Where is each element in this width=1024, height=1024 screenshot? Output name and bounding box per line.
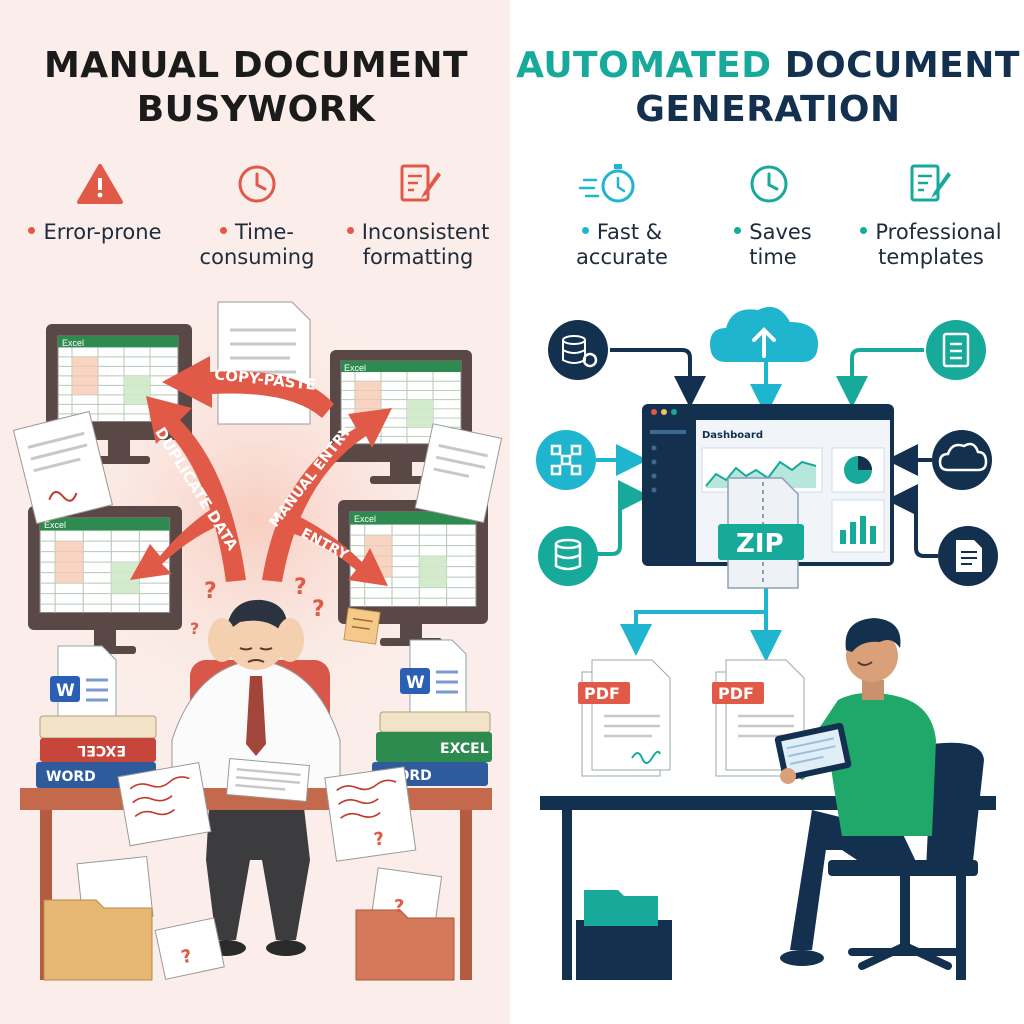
binder-label-excel: EXCEL [77, 742, 126, 758]
edit-document-icon [400, 164, 441, 202]
floor-paper: ? [154, 917, 225, 980]
pdf-label: PDF [718, 684, 754, 703]
feature-fast-accurate: Fast & accurate [576, 220, 668, 269]
paper-top [217, 301, 311, 425]
screen-label: Excel [44, 520, 66, 530]
happy-person [780, 618, 936, 966]
manual-title-line2: BUSYWORK [136, 89, 376, 130]
svg-text:?: ? [190, 619, 199, 638]
warning-icon [77, 164, 123, 204]
hand [780, 768, 796, 784]
zip-label: ZIP [736, 529, 784, 559]
word-badge: W [56, 681, 75, 701]
binder-label-word: WORD [46, 769, 96, 785]
automated-illustration: Dashboard ZIP PDF [536, 306, 998, 980]
cloud-upload-icon [710, 306, 818, 362]
stressed-person [171, 599, 341, 956]
automated-title-line2: GENERATION [635, 89, 901, 130]
feature-time-consuming: Time- consuming [199, 220, 315, 269]
checklist-icon [926, 320, 986, 380]
manual-title: MANUAL DOCUMENT BUSYWORK [0, 44, 512, 132]
desk-paper-left [117, 762, 212, 847]
screen-label: Excel [62, 338, 84, 348]
database-settings-icon [548, 320, 608, 380]
svg-text:?: ? [373, 828, 386, 850]
clean-desk [540, 796, 996, 980]
question-marks: ? ? ? ? [190, 575, 325, 638]
arrow-storage [596, 480, 650, 556]
feature-saves-time: Saves time [708, 220, 838, 270]
screen-label: Excel [354, 514, 376, 524]
feature-professional-templates: Professional templates [846, 220, 1016, 270]
document-icon [938, 526, 998, 586]
automated-feature-icons [578, 164, 951, 203]
arrow-database-settings [610, 348, 706, 408]
svg-text:?: ? [204, 579, 217, 604]
cloud-icon [932, 430, 992, 490]
diagram-icon [536, 430, 596, 490]
feature-error-prone: Error-prone [20, 220, 170, 245]
zip-archive: ZIP [718, 477, 804, 589]
paper-right [414, 423, 503, 524]
arrow-pdf-left [620, 588, 768, 656]
manual-illustration: Excel Excel Excel Excel [12, 290, 503, 981]
stopwatch-icon [578, 164, 635, 203]
edit-document-icon [910, 164, 951, 202]
folder-left [43, 855, 154, 981]
automated-title: AUTOMATED DOCUMENT GENERATION [512, 44, 1024, 132]
clock-icon [750, 165, 788, 203]
svg-text:?: ? [294, 575, 307, 600]
automated-title-accent: AUTOMATED [516, 45, 772, 86]
dashboard-title: Dashboard [702, 430, 763, 441]
automated-panel: AUTOMATED DOCUMENT GENERATION Fast & acc… [512, 0, 1024, 1024]
svg-text:?: ? [312, 597, 325, 622]
arrow-checklist [836, 348, 924, 408]
manual-panel: MANUAL DOCUMENT BUSYWORK Error-prone Tim… [0, 0, 512, 1024]
sticky-note [343, 607, 381, 645]
automated-title-rest: DOCUMENT [784, 45, 1020, 86]
svg-text:?: ? [179, 946, 194, 969]
arrow-document [886, 484, 938, 558]
desk-paper-center [226, 758, 310, 802]
screen-label: Excel [344, 363, 366, 373]
paper-left [12, 410, 113, 525]
storage-icon [538, 526, 598, 586]
pdf-document-left: PDF [578, 659, 671, 777]
folder-right: ? [355, 867, 455, 981]
manual-feature-icons [77, 164, 441, 204]
tablet-device [774, 722, 852, 781]
word-badge: W [406, 673, 425, 693]
binder-label-excel-right: EXCEL [440, 741, 489, 757]
pdf-label: PDF [584, 684, 620, 703]
desk-paper-right: ? [324, 766, 417, 862]
binder-stack-right: EXCEL WORD [372, 711, 492, 786]
feature-inconsistent-formatting: Inconsistent formatting [338, 220, 498, 270]
manual-title-line1: MANUAL DOCUMENT [43, 45, 468, 86]
word-document-right: W [400, 639, 467, 717]
clock-icon [238, 165, 276, 203]
svg-text:?: ? [394, 896, 404, 917]
word-document-left: W [50, 645, 117, 723]
